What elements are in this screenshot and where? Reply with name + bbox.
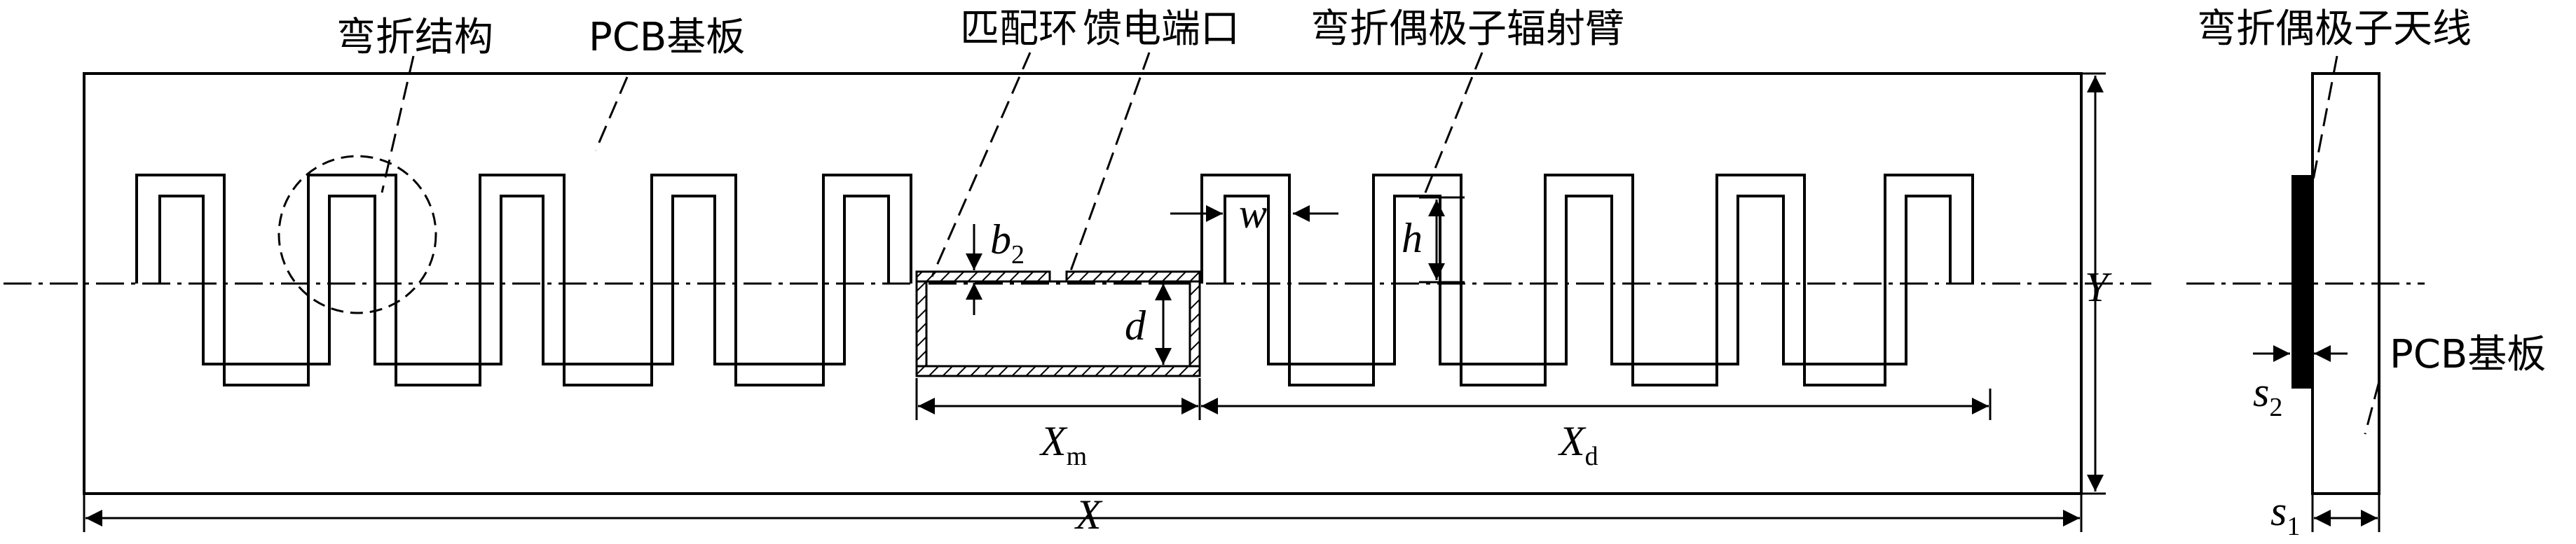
label-meander-dipole-antenna: 弯折偶极子天线 bbox=[2197, 6, 2472, 52]
dim-xm-label: Xm bbox=[1039, 418, 1087, 471]
leader-feed-port bbox=[1067, 52, 1151, 277]
left-meander-arm-outer bbox=[135, 174, 912, 386]
dim-xd-label: Xd bbox=[1558, 418, 1598, 471]
meander-highlight-circle bbox=[278, 155, 437, 314]
leader-side-antenna bbox=[2301, 55, 2338, 239]
dim-x-label: X bbox=[1074, 491, 1103, 538]
label-pcb-substrate: PCB基板 bbox=[589, 15, 745, 60]
leader-matching-ring bbox=[931, 52, 1032, 277]
label-matching-ring: 匹配环 bbox=[960, 6, 1078, 52]
dim-b2-label: b2 bbox=[990, 216, 1025, 270]
matching-ring bbox=[915, 270, 1201, 377]
label-meander-dipole-arm: 弯折偶极子辐射臂 bbox=[1310, 6, 1624, 52]
right-meander-arm-inner bbox=[1224, 195, 1952, 365]
left-meander-arm-inner bbox=[158, 195, 890, 365]
right-meander-arm-outer bbox=[1200, 174, 1974, 386]
leader-meander bbox=[381, 55, 415, 193]
label-feed-port: 馈电端口 bbox=[1083, 6, 1240, 52]
dim-s2-label: s2 bbox=[2253, 369, 2282, 422]
leader-pcb bbox=[594, 76, 629, 151]
dim-h-label: h bbox=[1402, 215, 1423, 261]
dim-s1-label: s1 bbox=[2270, 488, 2300, 541]
dim-d-label: d bbox=[1125, 302, 1146, 349]
pcb-substrate-outline bbox=[83, 72, 2083, 495]
label-pcb-substrate-side: PCB基板 bbox=[2390, 332, 2546, 377]
dim-w-label: w bbox=[1239, 190, 1267, 237]
dim-y-label: Y bbox=[2085, 264, 2112, 310]
side-view-antenna-trace bbox=[2291, 175, 2313, 389]
label-meander-structure: 弯折结构 bbox=[336, 15, 493, 60]
leader-side-pcb bbox=[2364, 381, 2380, 435]
